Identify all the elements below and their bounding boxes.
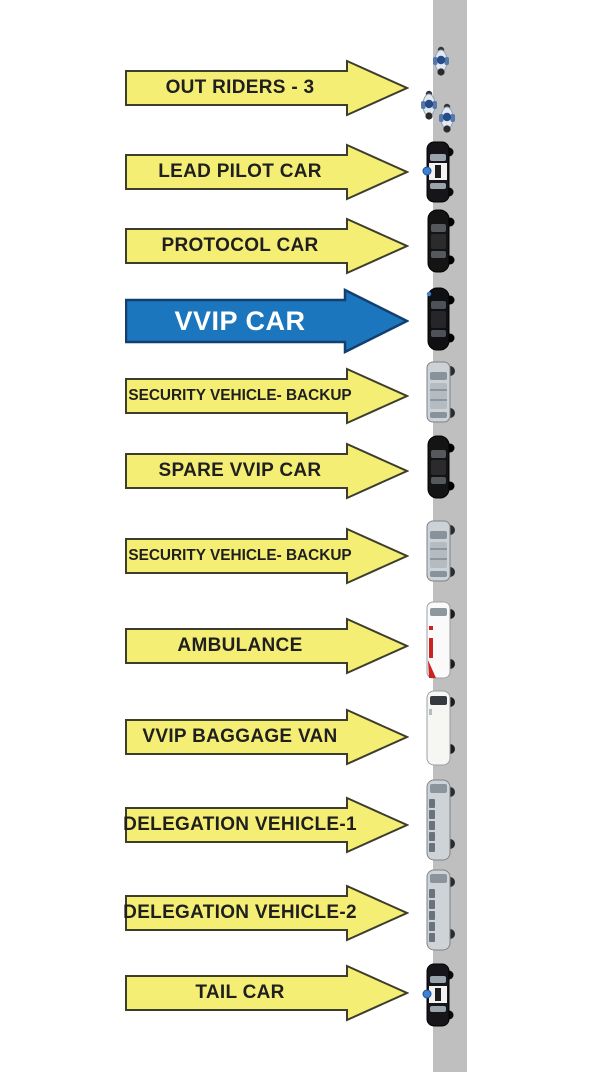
ambulance-icon xyxy=(420,600,458,680)
yellow-arrow-icon xyxy=(125,617,409,675)
black-limousine-icon xyxy=(420,286,458,352)
arrow-tail-car: TAIL CAR xyxy=(125,964,409,1022)
arrow-security-vehicle-1: SECURITY VEHICLE- BACKUP xyxy=(125,367,409,425)
gray-suv-icon xyxy=(420,518,458,584)
yellow-arrow-icon xyxy=(125,59,409,117)
yellow-arrow-icon xyxy=(125,217,409,275)
black-sedan-icon xyxy=(420,208,458,274)
arrow-protocol-car: PROTOCOL CAR xyxy=(125,217,409,275)
police-car-icon xyxy=(420,140,458,204)
arrow-label: SECURITY VEHICLE- BACKUP xyxy=(128,547,352,564)
arrow-label: AMBULANCE xyxy=(177,635,303,656)
arrow-vvip-car: VVIP CAR xyxy=(125,288,409,354)
gray-suv-icon xyxy=(420,359,458,425)
police-motorcycles-icon xyxy=(416,42,462,142)
arrow-label: TAIL CAR xyxy=(195,982,285,1003)
yellow-arrow-icon xyxy=(125,367,409,425)
arrow-delegation-vehicle-2: DELEGATION VEHICLE-2 xyxy=(123,884,409,942)
arrow-spare-vvip-car: SPARE VVIP CAR xyxy=(125,442,409,500)
arrow-vvip-baggage-van: VVIP BAGGAGE VAN xyxy=(125,708,409,766)
arrow-label: DELEGATION VEHICLE-1 xyxy=(123,814,357,835)
yellow-arrow-icon xyxy=(125,442,409,500)
arrow-security-vehicle-2: SECURITY VEHICLE- BACKUP xyxy=(125,527,409,585)
gray-minibus-icon xyxy=(420,868,458,952)
arrow-label: VVIP BAGGAGE VAN xyxy=(142,726,338,747)
yellow-arrow-icon xyxy=(125,143,409,201)
white-van-icon xyxy=(420,689,458,767)
arrow-label: SECURITY VEHICLE- BACKUP xyxy=(128,387,352,404)
blue-arrow-icon xyxy=(125,288,409,354)
police-car-icon xyxy=(420,962,458,1028)
arrow-label: DELEGATION VEHICLE-2 xyxy=(123,902,357,923)
arrow-label: OUT RIDERS - 3 xyxy=(165,77,315,98)
arrow-label: SPARE VVIP CAR xyxy=(158,460,322,481)
arrow-label: PROTOCOL CAR xyxy=(161,235,319,256)
arrow-delegation-vehicle-1: DELEGATION VEHICLE-1 xyxy=(123,796,409,854)
yellow-arrow-icon xyxy=(125,527,409,585)
arrow-out-riders: OUT RIDERS - 3 xyxy=(125,59,409,117)
yellow-arrow-icon xyxy=(125,964,409,1022)
black-sedan-icon xyxy=(420,434,458,500)
arrow-label: VVIP CAR xyxy=(174,305,306,336)
gray-minibus-icon xyxy=(420,778,458,862)
yellow-arrow-icon xyxy=(125,796,409,854)
yellow-arrow-icon xyxy=(125,884,409,942)
yellow-arrow-icon xyxy=(125,708,409,766)
arrow-ambulance: AMBULANCE xyxy=(125,617,409,675)
arrow-label: LEAD PILOT CAR xyxy=(158,161,322,182)
arrow-lead-pilot-car: LEAD PILOT CAR xyxy=(125,143,409,201)
